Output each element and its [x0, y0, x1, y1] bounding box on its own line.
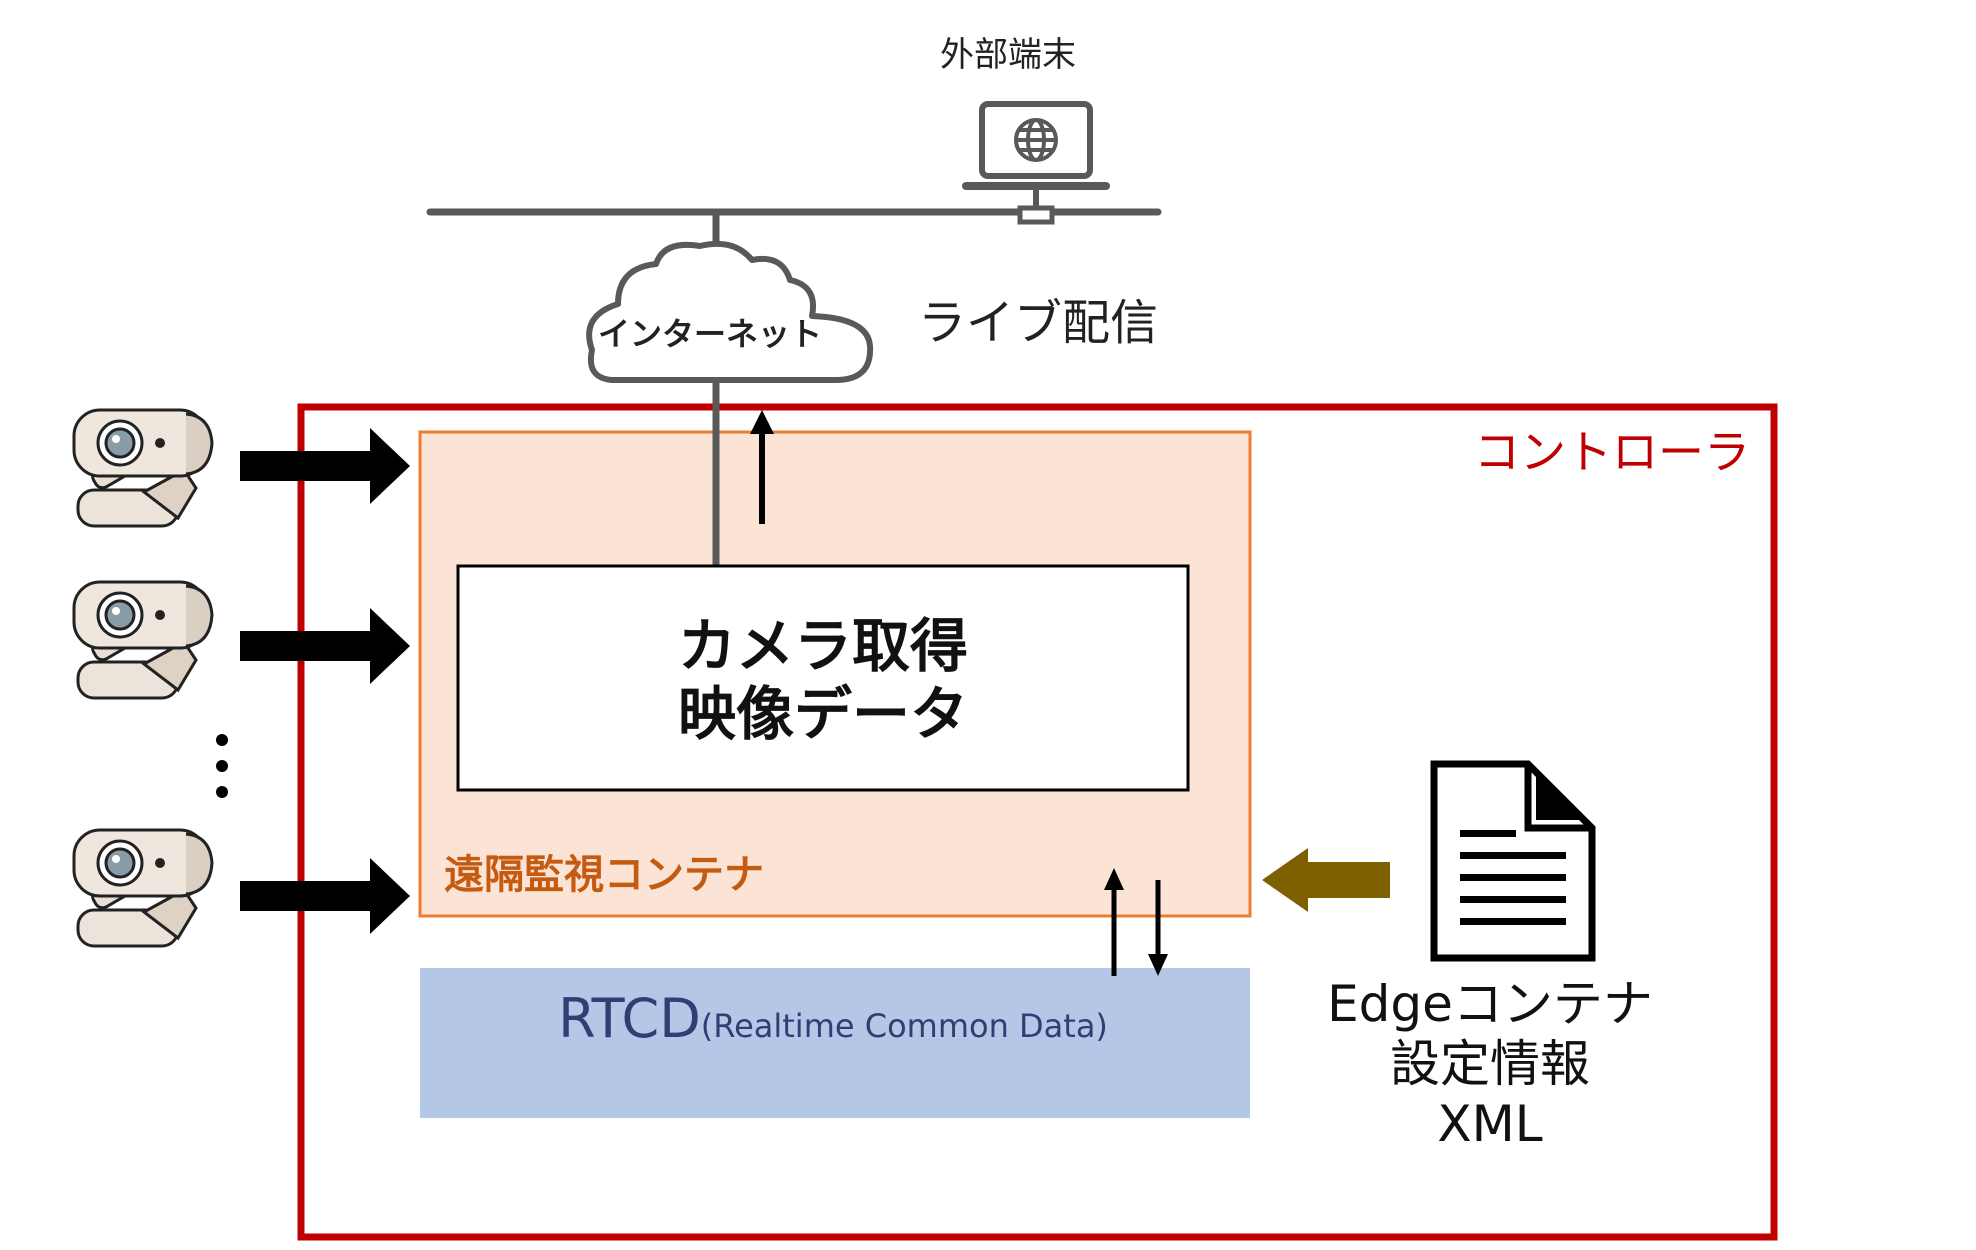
cloud-icon — [586, 240, 874, 383]
internet-label: インターネット — [598, 315, 823, 353]
controller-label: コントローラ — [1474, 425, 1750, 479]
xml-input-arrow — [1262, 848, 1390, 912]
rtcd-full-name: (Realtime Common Data) — [700, 1007, 1108, 1045]
up-arrow — [1104, 868, 1124, 890]
live-stream-arrow — [750, 410, 774, 434]
camera-data-box — [456, 564, 1190, 792]
external-terminal-label: 外部端末 — [940, 35, 1076, 75]
globe-icon — [1014, 118, 1058, 162]
edge-config-line3: XML — [1437, 1095, 1543, 1153]
webcam-icon — [72, 408, 214, 528]
edge-config-line1: Edgeコンテナ — [1327, 975, 1653, 1033]
camera-3 — [72, 828, 214, 948]
camera-2 — [72, 580, 214, 700]
edge-config-label: Edgeコンテナ 設定情報 XML — [1290, 974, 1690, 1154]
down-arrow — [1148, 954, 1168, 976]
monitoring-container-label: 遠隔監視コンテナ — [444, 852, 764, 898]
camera-data-line2: 映像データ — [677, 680, 968, 749]
camera-1 — [72, 408, 214, 528]
ellipsis-dots — [216, 734, 228, 798]
camera-data-label: カメラ取得 映像データ — [458, 612, 1188, 749]
webcam-icon — [72, 828, 214, 948]
edge-config-line2: 設定情報 — [1390, 1035, 1590, 1093]
camera-arrow-3 — [240, 858, 410, 934]
controller-frame — [297, 403, 1778, 1241]
camera-arrow-1 — [240, 428, 410, 504]
camera-data-line1: カメラ取得 — [677, 612, 968, 680]
camera-arrow-2 — [240, 608, 410, 684]
rtcd-name: RTCD — [558, 987, 701, 1050]
rtcd-area — [420, 968, 1250, 1118]
document-icon — [1430, 760, 1596, 962]
webcam-icon — [72, 580, 214, 700]
live-stream-label: ライブ配信 — [918, 295, 1159, 351]
rtcd-label: RTCD(Realtime Common Data) — [418, 987, 1248, 1050]
